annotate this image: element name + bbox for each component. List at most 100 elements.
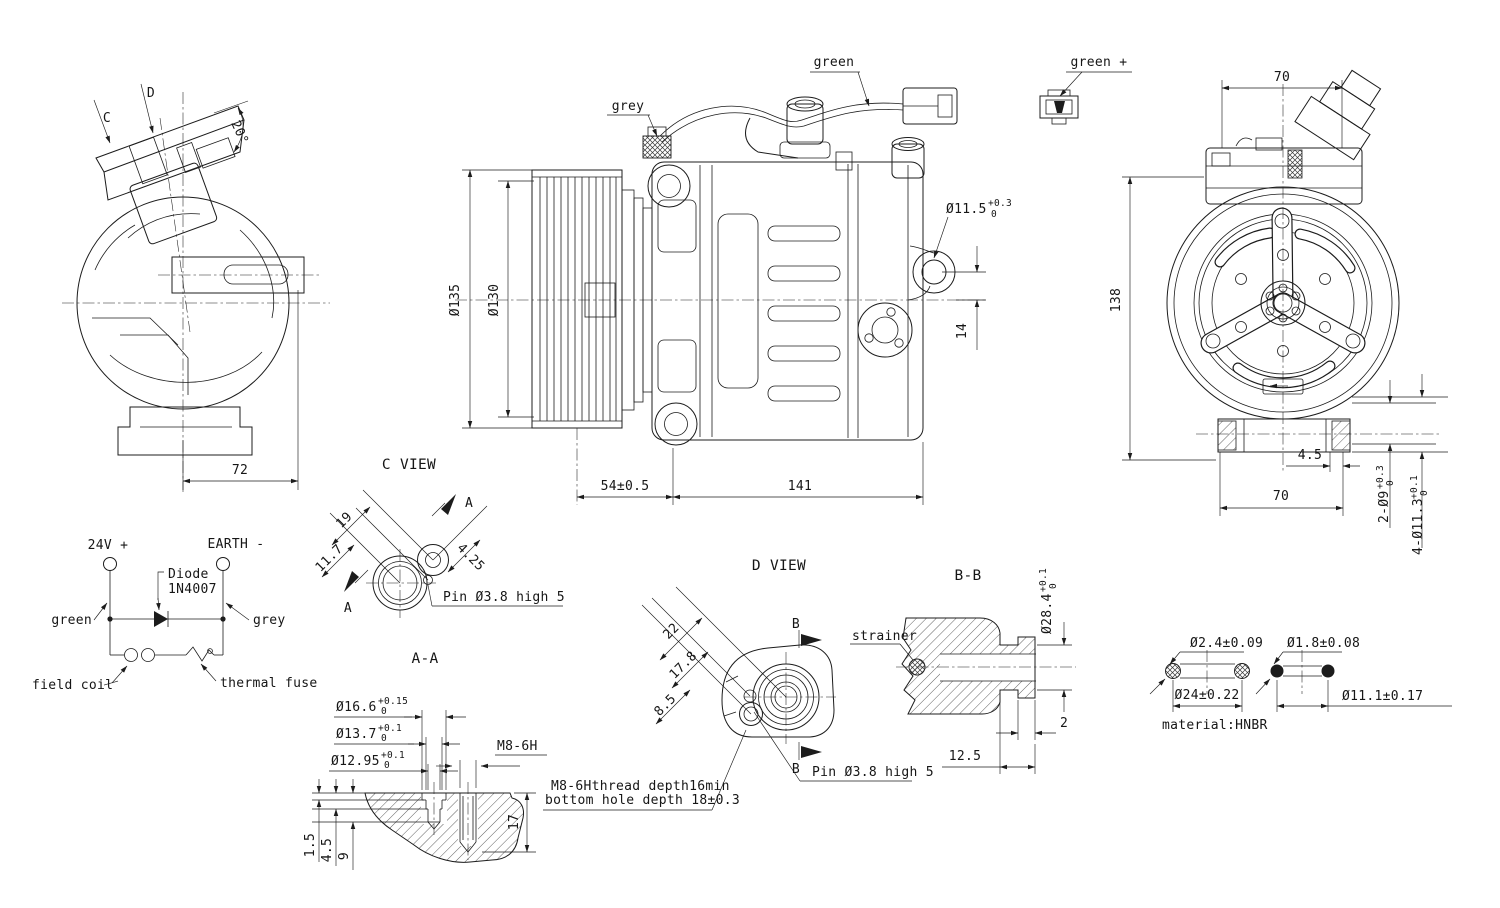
earth-terminal (216, 557, 230, 571)
section-b-label-bottom: B (792, 762, 800, 777)
aa-bore2-callout: Ø13.7 +0.1 0 (334, 723, 460, 790)
aa-depth-dims: 1.5 4.5 9 (303, 779, 429, 870)
mounting-foot (117, 406, 253, 456)
aa-stepped-bore (421, 793, 447, 830)
dim425-line (447, 539, 481, 573)
oring-material-label: material:HNBR (1162, 718, 1268, 733)
d-thread-note-1: M8-6Hthread depth16min (551, 779, 730, 794)
section-a-a: A-A Ø16.6 +0.15 0 (303, 651, 547, 870)
bb-title: B-B (954, 568, 981, 584)
section-b-arrow-bottom (801, 746, 822, 758)
diode-symbol (154, 611, 168, 627)
svg-text:+0.1: +0.1 (1409, 475, 1420, 499)
hub-nut (584, 282, 616, 318)
rear-boss (857, 302, 913, 358)
casting-contours (92, 224, 275, 383)
bottom-width-label: 70 (1273, 489, 1289, 504)
svg-text:+0.1: +0.1 (378, 723, 402, 734)
green-wire (659, 102, 904, 137)
aa-section-body (364, 792, 524, 863)
oring-small-detail: Ø1.8±0.08 Ø11.1±0.17 (1255, 636, 1452, 712)
ear-hole-tol-minus: 0 (991, 209, 997, 220)
aa-dim9-label: 9 (337, 852, 352, 860)
front-lug-top (647, 164, 691, 208)
aa-title: A-A (411, 651, 438, 667)
aa-threaded-hole (459, 793, 477, 853)
svg-text:0: 0 (1385, 480, 1396, 486)
top-plate-side (103, 119, 245, 201)
port-centerline (159, 117, 191, 333)
oring-large-detail: Ø2.4±0.09 Ø24±0.22 material:HNBR (1149, 636, 1268, 733)
aa-bore3-callout: Ø12.95 +0.1 0 (329, 750, 458, 790)
pulley-pos-label: 54±0.5 (601, 479, 650, 494)
connector-pin (1054, 101, 1065, 113)
aa-dim17-label: 17 (507, 814, 522, 830)
d-view-thread-hole (739, 702, 763, 726)
oring-small-cs-right (1321, 664, 1335, 678)
c-view-pin (423, 575, 433, 585)
bolt-detail (835, 151, 853, 171)
green-plus-label: green + (1071, 55, 1128, 70)
mounting-bar-slot (223, 264, 289, 285)
view-arrow-d-label: D (147, 86, 155, 101)
oring-large-cs-label: Ø2.4±0.09 (1190, 636, 1263, 651)
svg-text:+0.15: +0.15 (378, 696, 408, 707)
c-pin-note: Pin Ø3.8 high 5 (443, 590, 565, 605)
green-leader (93, 602, 108, 621)
pulley-rib-lines (539, 177, 617, 421)
dim425-label: 4.25 (454, 541, 488, 575)
supply-label: 24V + (88, 538, 129, 553)
angle-dim-label: 20° (227, 118, 251, 146)
d-dim22-label: 22 (660, 620, 682, 642)
aa-thread-label: M8-6H (497, 739, 538, 754)
dim117-line (321, 544, 355, 578)
svg-text:0: 0 (1048, 583, 1059, 589)
section-b-label-top: B (792, 617, 800, 632)
svg-text:+0.3: +0.3 (1375, 465, 1386, 489)
oring-large-cs-left (1165, 663, 1181, 679)
compressor-body (651, 161, 924, 441)
svg-text:+0.1: +0.1 (381, 750, 405, 761)
svg-text:0: 0 (381, 733, 387, 744)
grey-connector (642, 135, 672, 159)
dia135-label: Ø135 (448, 284, 463, 317)
left-front-view: C D 20° 72 (62, 83, 330, 492)
section-a-arrow-top (441, 494, 456, 515)
d-dim85-label: 8.5 (652, 692, 680, 720)
field-coil-leader (111, 665, 128, 684)
section-a-label-top: A (465, 496, 473, 511)
oring-large-id-label: Ø24±0.22 (1174, 688, 1239, 703)
svg-text:Ø28.4: Ø28.4 (1040, 593, 1055, 634)
bb-dim125-label: 12.5 (949, 749, 982, 764)
discharge-port-cap (786, 103, 824, 145)
height-label: 138 (1109, 288, 1124, 312)
clip-detail (1235, 137, 1253, 147)
dim117-label: 11.7 (313, 542, 347, 576)
d-view-title: D VIEW (752, 558, 806, 574)
svg-text:0: 0 (381, 706, 387, 717)
ear-offset-label: 14 (955, 323, 970, 339)
rear-housing (1205, 147, 1363, 205)
hub-bolts (1265, 283, 1301, 323)
rear-foot (1217, 418, 1351, 453)
holes113-label: 4-Ø11.3 +0.1 0 (1409, 475, 1430, 555)
d-dim85-line (655, 689, 691, 725)
aa-dim45-label: 4.5 (320, 838, 335, 862)
d-pin-note: Pin Ø3.8 high 5 (812, 765, 934, 780)
oring-small-cs-label: Ø1.8±0.08 (1287, 636, 1360, 651)
suction-port-cap (891, 143, 925, 179)
svg-text:0: 0 (384, 760, 390, 771)
green-plus-connector-detail: green + (1039, 55, 1132, 125)
aa-dim15-label: 1.5 (303, 833, 318, 857)
electrical-schematic: 24V + EARTH - Diode 1N4007 green grey fi… (32, 537, 318, 693)
field-coil-label: field coil (32, 678, 113, 693)
top-boss (745, 117, 799, 159)
thermal-fuse-label: thermal fuse (220, 676, 318, 691)
tilted-connector-block (128, 136, 236, 245)
pulley (531, 169, 623, 429)
dim19-label: 19 (333, 509, 355, 531)
front-lug-bottom (654, 402, 698, 446)
main-side-view: grey green Ø135 Ø130 Ø11.5 +0.3 0 14 (448, 55, 1012, 505)
d-view: D VIEW 22 17.8 8.5 B B Pin Ø3.8 high 5 (543, 558, 934, 811)
